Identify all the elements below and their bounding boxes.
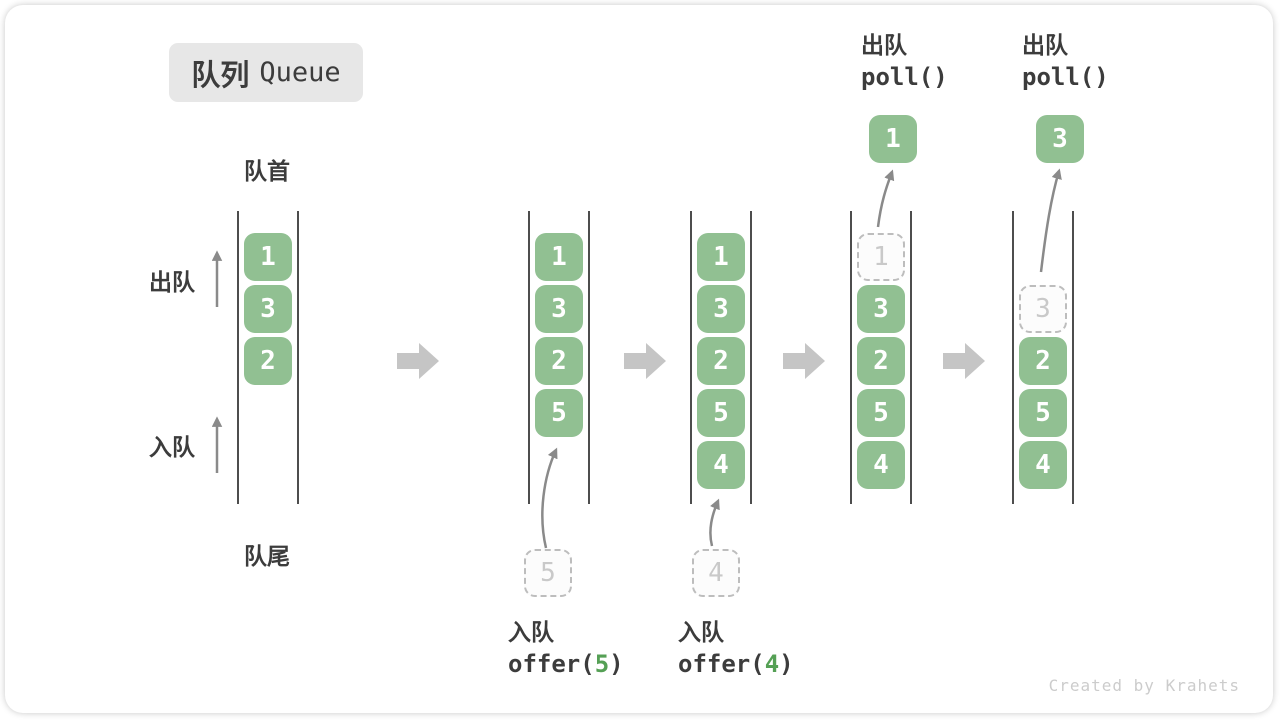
- op-code: poll(): [861, 63, 948, 91]
- popped-element-1: 1: [869, 115, 917, 163]
- queue-state-2: 1 3 2 5: [528, 211, 590, 504]
- enqueue-op-label-5: 入队 offer(5): [508, 615, 624, 680]
- queue-state-5: 3 2 5 4: [1012, 211, 1074, 504]
- queue-element: 2: [244, 337, 292, 385]
- queue-element: 3: [535, 285, 583, 333]
- dequeue-side-label: 出队: [149, 269, 195, 295]
- code-arg: 5: [594, 650, 610, 678]
- queue-element: 5: [1019, 389, 1067, 437]
- enqueue-side-label: 入队: [149, 434, 195, 460]
- op-code: offer(5): [508, 649, 624, 680]
- code-text: ): [779, 650, 794, 678]
- queue-element: 1: [244, 233, 292, 281]
- title-badge: 队列 Queue: [169, 43, 363, 102]
- queue-state-1: 1 3 2: [237, 211, 299, 504]
- op-zh: 入队: [508, 619, 554, 645]
- removed-element-slot: 1: [857, 233, 905, 281]
- title-zh: 队列: [191, 59, 250, 92]
- queue-rear-label: 队尾: [244, 543, 290, 569]
- queue-state-3: 1 3 2 5 4: [690, 211, 752, 504]
- queue-element: 3: [857, 285, 905, 333]
- queue-element: 2: [697, 337, 745, 385]
- queue-element: 5: [697, 389, 745, 437]
- queue-element: 3: [244, 285, 292, 333]
- dequeue-op-label-1: 出队 poll(): [861, 28, 948, 93]
- queue-state-4: 1 3 2 5 4: [850, 211, 912, 504]
- removed-element-slot: 3: [1019, 285, 1067, 333]
- code-text: offer(: [678, 650, 765, 678]
- op-zh: 入队: [678, 619, 724, 645]
- queue-element: 4: [1019, 441, 1067, 489]
- queue-element: 2: [535, 337, 583, 385]
- queue-element: 5: [535, 389, 583, 437]
- dequeue-op-label-3: 出队 poll(): [1022, 28, 1109, 93]
- incoming-element-5: 5: [524, 549, 572, 597]
- title-en: Queue: [259, 57, 341, 88]
- queue-element: 5: [857, 389, 905, 437]
- op-code: offer(4): [678, 649, 794, 680]
- diagram-card: [5, 5, 1273, 713]
- op-zh: 出队: [861, 32, 907, 58]
- queue-front-label: 队首: [244, 158, 290, 184]
- queue-element: 1: [535, 233, 583, 281]
- popped-element-3: 3: [1036, 115, 1084, 163]
- watermark: Created by Krahets: [1048, 676, 1240, 695]
- queue-element: 1: [697, 233, 745, 281]
- queue-element: 4: [857, 441, 905, 489]
- code-text: ): [609, 650, 624, 678]
- op-code: poll(): [1022, 63, 1109, 91]
- op-zh: 出队: [1022, 32, 1068, 58]
- enqueue-op-label-4: 入队 offer(4): [678, 615, 794, 680]
- queue-element: 4: [697, 441, 745, 489]
- code-arg: 4: [764, 650, 780, 678]
- queue-element: 2: [857, 337, 905, 385]
- incoming-element-4: 4: [692, 549, 740, 597]
- queue-element: 3: [697, 285, 745, 333]
- queue-element: 2: [1019, 337, 1067, 385]
- code-text: offer(: [508, 650, 595, 678]
